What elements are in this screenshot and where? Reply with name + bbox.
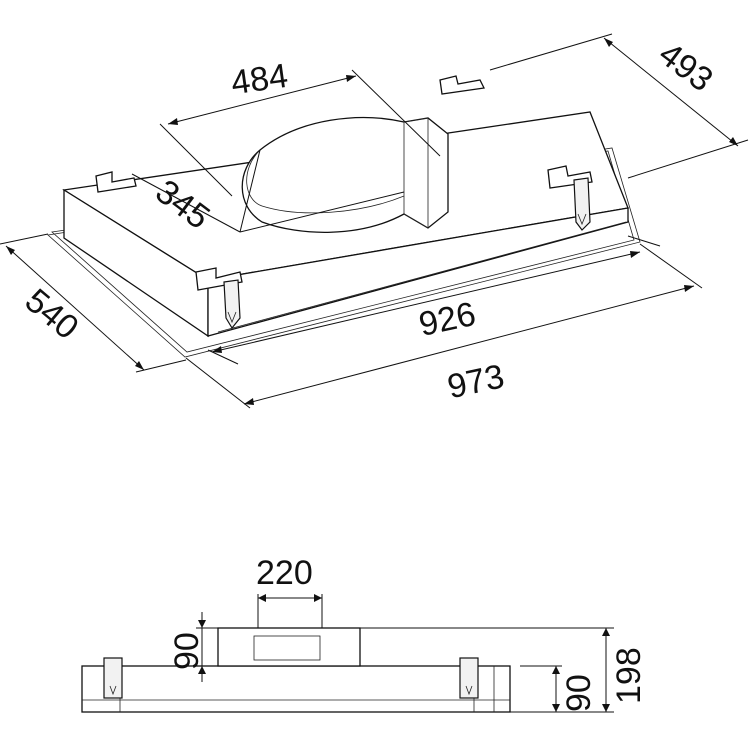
bracket-back-right [439, 75, 485, 95]
dimension-220: 220 [256, 554, 323, 628]
bracket-front-right [547, 165, 593, 231]
bracket-back-left [95, 171, 137, 193]
hood-body-side [207, 207, 629, 337]
label-493: 493 [652, 35, 720, 99]
front-elevation: 220 90 198 90 [81, 554, 648, 713]
label-484: 484 [229, 57, 290, 103]
dimension-90-outlet: 90 [168, 612, 218, 682]
dimension-198: 198 [360, 627, 648, 713]
air-outlet [241, 116, 449, 233]
label-90-body: 90 [560, 674, 598, 712]
elevation-bracket-right [459, 657, 479, 699]
elevation-bracket-left [103, 657, 123, 699]
label-220: 220 [256, 554, 313, 592]
elevation-body [81, 665, 511, 713]
dimension-90-body: 90 [520, 665, 598, 712]
elevation-outlet-opening [253, 635, 321, 661]
label-973: 973 [444, 357, 507, 406]
bracket-front-left [195, 267, 243, 330]
label-90-outlet: 90 [168, 632, 206, 670]
label-540: 540 [18, 282, 86, 348]
label-198: 198 [610, 647, 648, 704]
isometric-view: 484 345 493 540 [0, 33, 749, 409]
dimension-484: 484 [159, 57, 441, 197]
